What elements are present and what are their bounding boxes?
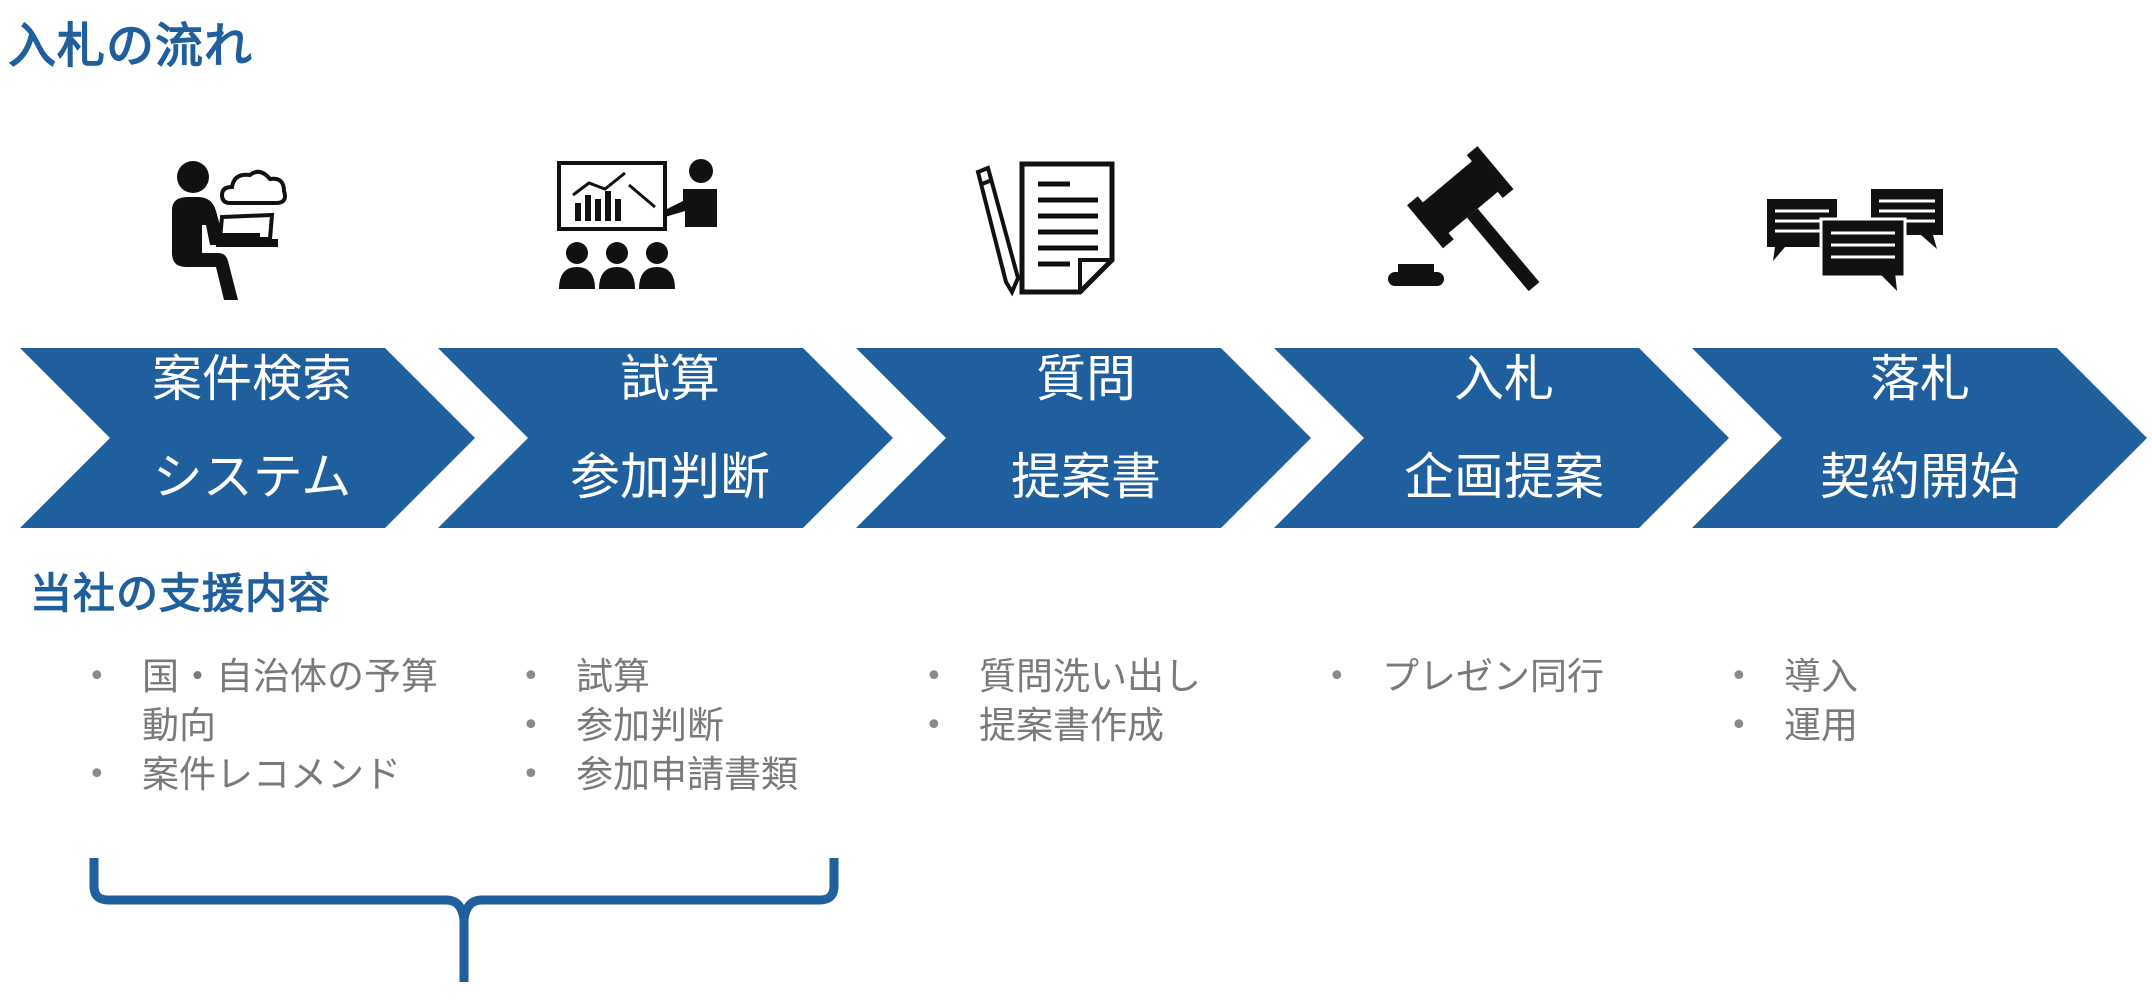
chevron-step-3 — [856, 348, 1311, 528]
support-list-4: プレゼン同行 — [1328, 652, 1604, 701]
list-item: 案件レコメンド — [88, 750, 468, 799]
list-item: 運用 — [1730, 701, 1858, 750]
list-item: 試算 — [522, 652, 798, 701]
step-1-label: 案件検索 — [152, 350, 352, 408]
list-item: プレゼン同行 — [1328, 652, 1604, 701]
list-item: 提案書作成 — [925, 701, 1201, 750]
chevron-step-2 — [438, 348, 893, 528]
list-item: 質問洗い出し — [925, 652, 1201, 701]
support-list-1: 国・自治体の予算動向 案件レコメンド — [88, 652, 468, 799]
page-title: 入札の流れ — [8, 18, 254, 74]
list-item: 参加判断 — [522, 701, 798, 750]
step-4-sublabel: 企画提案 — [1404, 448, 1604, 506]
step-5-label: 落札 — [1870, 350, 1970, 408]
process-flow — [20, 348, 2147, 528]
support-list-5: 導入 運用 — [1730, 652, 1858, 750]
list-item: 参加申請書類 — [522, 750, 798, 799]
pencil-document-icon — [970, 160, 1120, 300]
grouping-brace — [89, 858, 839, 982]
step-3-sublabel: 提案書 — [1011, 448, 1161, 506]
step-3-label: 質問 — [1036, 350, 1136, 408]
person-laptop-cloud-icon — [160, 155, 300, 305]
gavel-icon — [1380, 140, 1550, 300]
chevron-step-5 — [1692, 348, 2147, 528]
step-1-sublabel: システム — [152, 448, 352, 506]
presentation-audience-icon — [555, 155, 725, 295]
speech-bubbles-icon — [1765, 185, 1945, 300]
step-2-sublabel: 参加判断 — [570, 448, 770, 506]
step-4-label: 入札 — [1454, 350, 1554, 408]
list-item: 国・自治体の予算動向 — [88, 652, 442, 750]
step-5-sublabel: 契約開始 — [1820, 448, 2020, 506]
list-item: 導入 — [1730, 652, 1858, 701]
step-2-label: 試算 — [620, 350, 720, 408]
chevron-step-1 — [20, 348, 475, 528]
chevron-step-4 — [1274, 348, 1729, 528]
support-heading: 当社の支援内容 — [30, 569, 332, 618]
support-list-3: 質問洗い出し 提案書作成 — [925, 652, 1201, 750]
support-list-2: 試算 参加判断 参加申請書類 — [522, 652, 798, 799]
